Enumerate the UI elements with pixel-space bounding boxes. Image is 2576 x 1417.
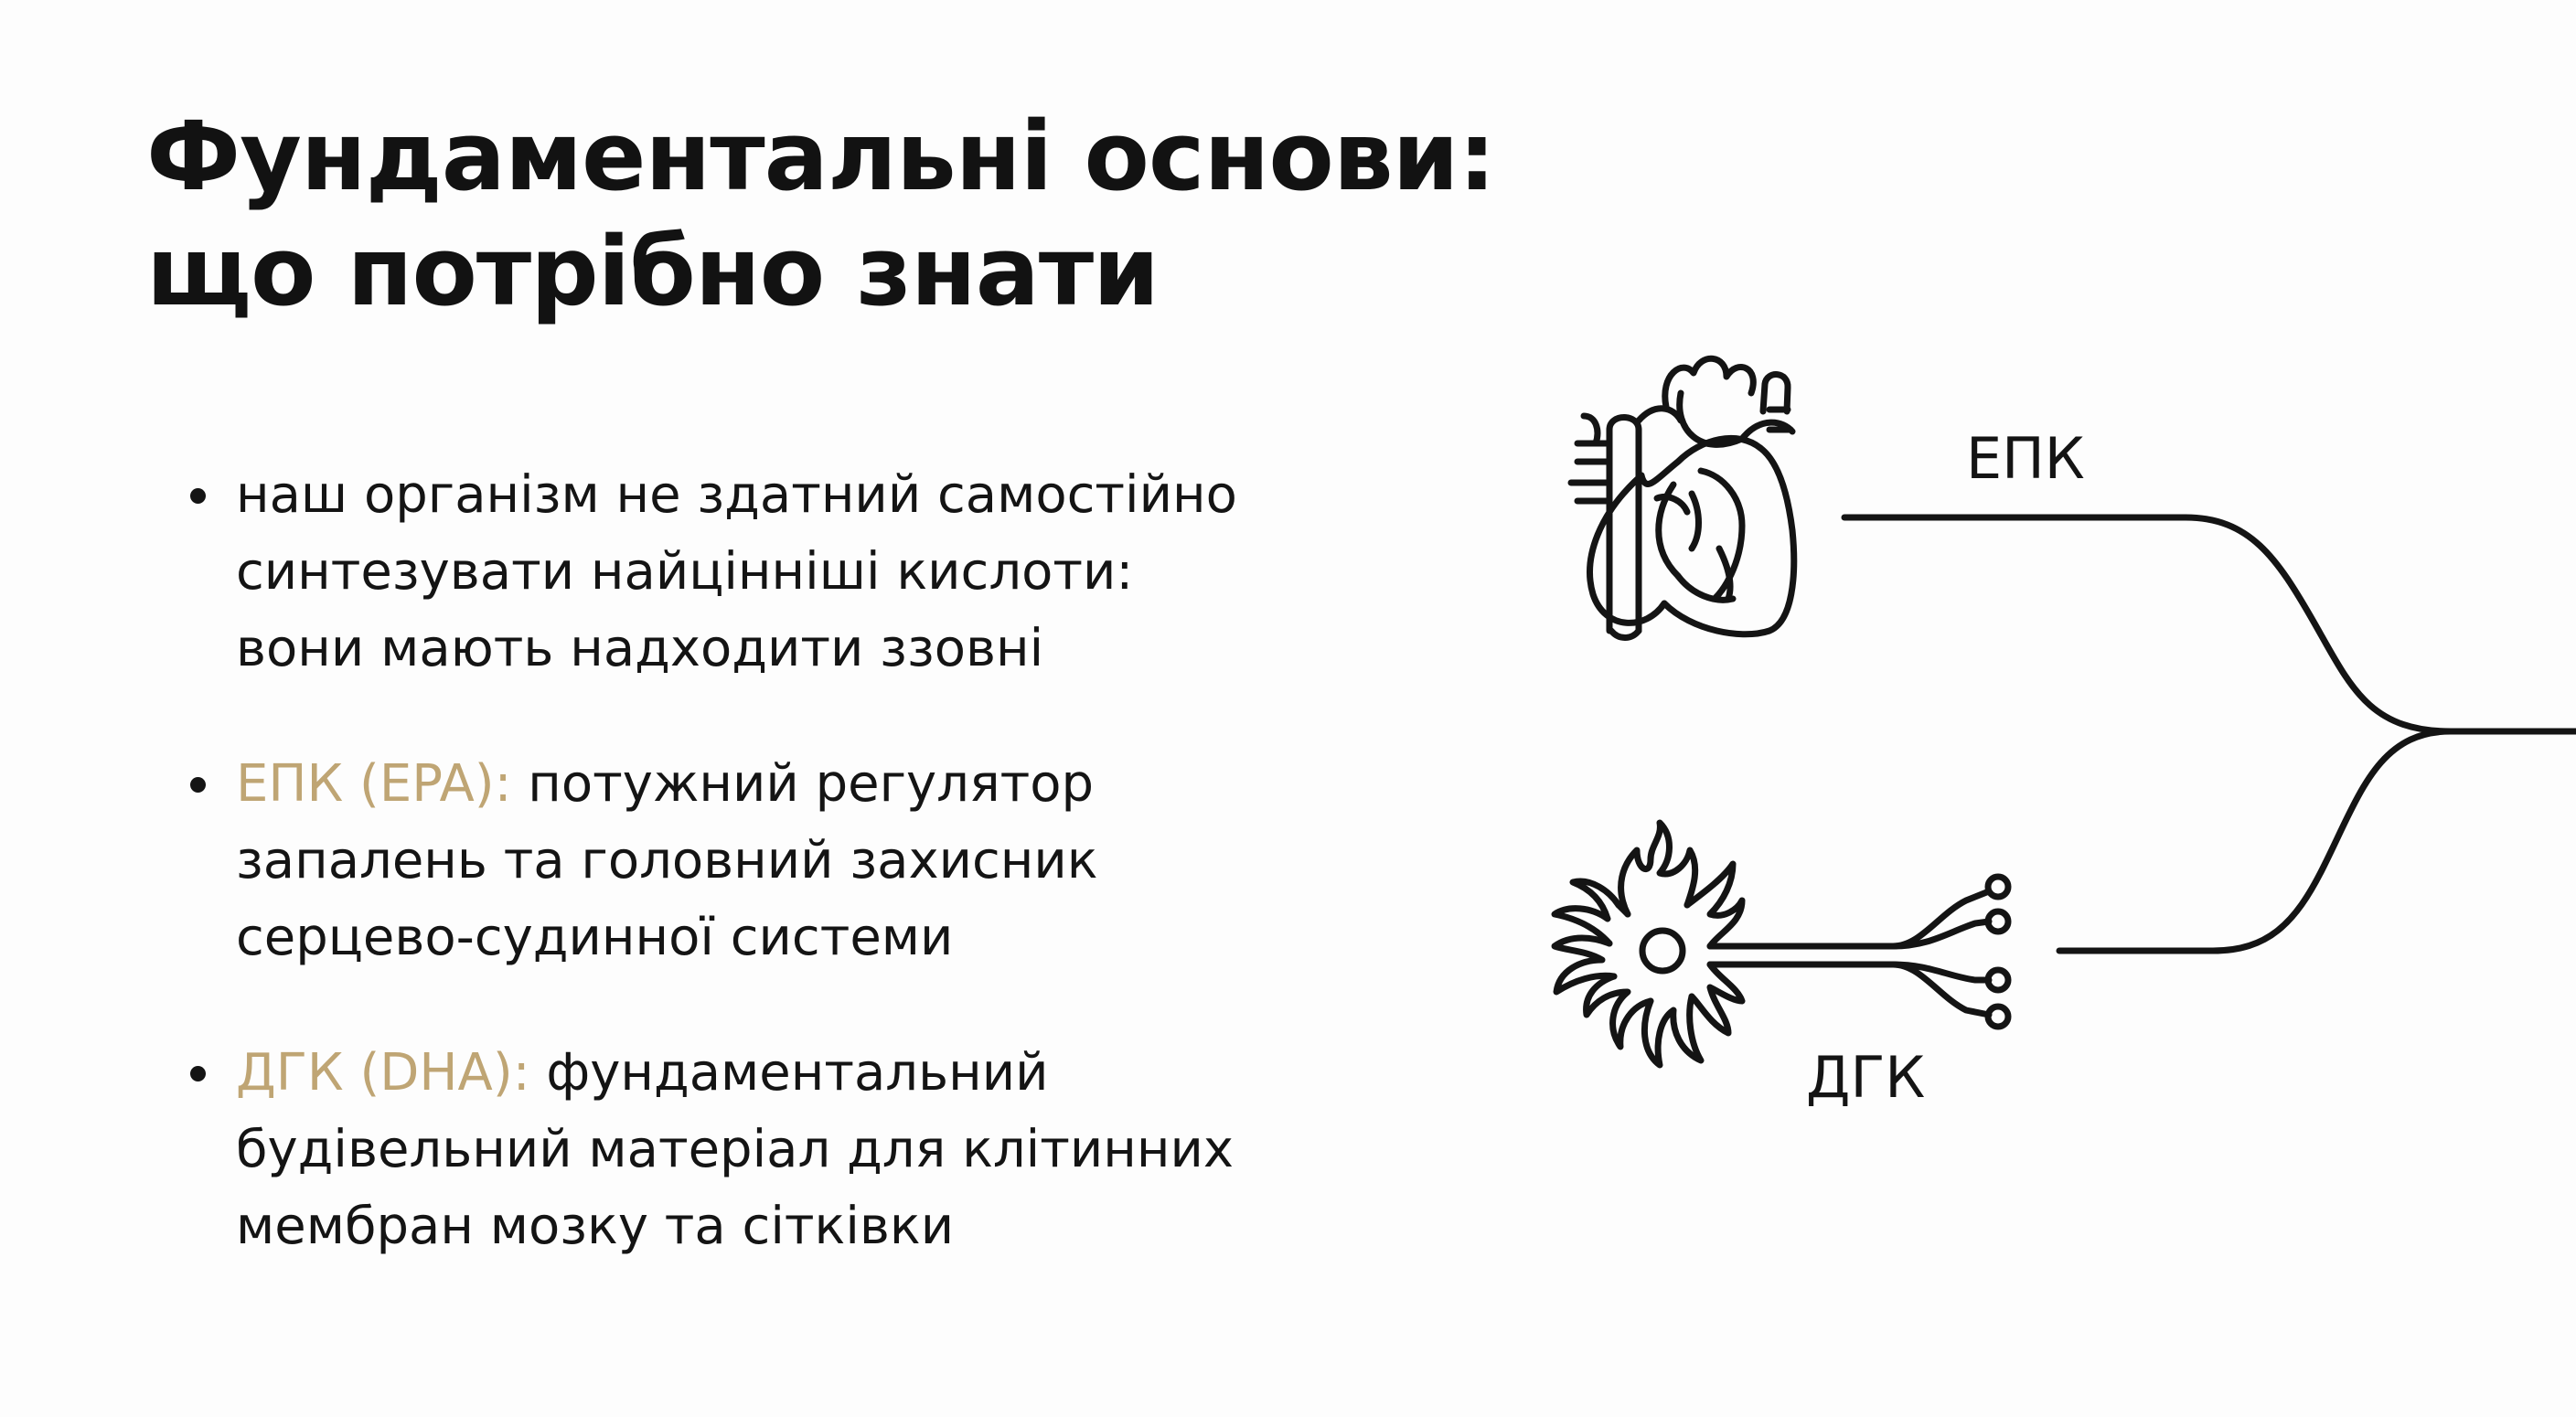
bullet-text: наш організм не здатний самостійно: [236, 465, 1237, 525]
bullet-dot-icon: [190, 777, 206, 793]
epa-label: ЕПК: [1966, 425, 2085, 492]
heart-icon: [1567, 355, 1798, 641]
bullet-item-epa: ЕПК (EPA): потужний регулятор запалень т…: [183, 746, 1408, 976]
bullet-text: потужний регулятор: [511, 754, 1095, 814]
bullet-dot-icon: [190, 488, 206, 504]
epa-branch-line: [1841, 514, 2576, 735]
dha-label: ДГК: [1806, 1044, 1925, 1111]
axon-terminal-icons: [1984, 873, 2012, 1030]
bullet-line: серцево-судинної системи: [236, 908, 954, 967]
bullet-accent-dha: ДГК (DHA):: [236, 1043, 530, 1103]
bullet-list: наш організм не здатний самостійно синте…: [183, 457, 1408, 1324]
slide-title: Фундаментальні основи: що потрібно знати: [146, 99, 1518, 329]
bullet-line: мембран мозку та сітківки: [236, 1197, 955, 1256]
bullet-line: ДГК (DHA): фундаментальний: [236, 1035, 1408, 1112]
bullet-accent-epa: ЕПК (EPA):: [236, 754, 512, 814]
bullet-item-dha: ДГК (DHA): фундаментальний будівельний м…: [183, 1035, 1408, 1265]
bullet-line: синтезувати найцінніші кислоти:: [236, 542, 1134, 602]
bullet-dot-icon: [190, 1066, 206, 1081]
bullet-text: фундаментальний: [529, 1043, 1049, 1103]
bullet-line: ЕПК (EPA): потужний регулятор: [236, 746, 1408, 823]
dha-branch-line: [2056, 728, 2454, 954]
bullet-line: будівельний матеріал для клітинних: [236, 1120, 1235, 1179]
bullet-item-synthesis: наш організм не здатний самостійно синте…: [183, 457, 1408, 687]
title-line-1: Фундаментальні основи:: [146, 101, 1496, 212]
bullet-line: вони мають надходити ззовні: [236, 619, 1044, 678]
bullet-line: наш організм не здатний самостійно: [236, 457, 1408, 534]
bullet-line: запалень та головний захисник: [236, 831, 1098, 890]
title-line-2: що потрібно знати: [146, 216, 1160, 327]
neuron-icon: [1551, 819, 1993, 1069]
